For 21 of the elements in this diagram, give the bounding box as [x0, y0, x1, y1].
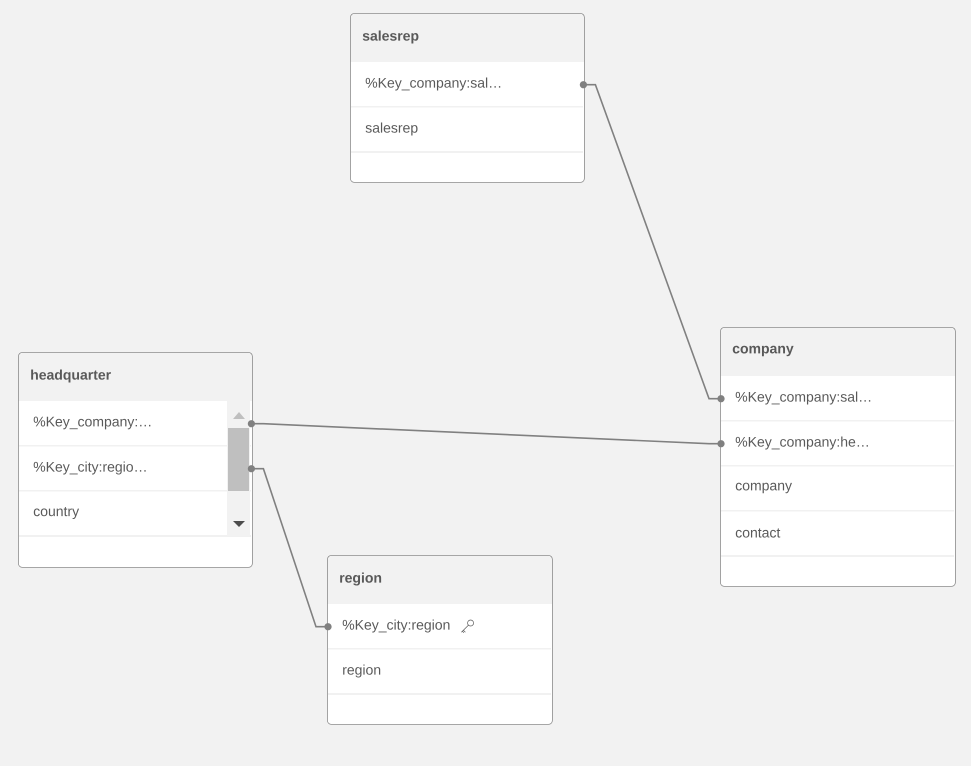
field-row: %Key_company:he… — [720, 421, 954, 466]
field-row: %Key_company:… — [18, 401, 252, 446]
node-label: salesrep — [366, 122, 418, 136]
node-label: %Key_company:he… — [736, 436, 868, 450]
field-row: company — [720, 466, 954, 512]
field-row: country — [18, 491, 252, 536]
connector-line — [248, 420, 725, 448]
connector-line — [580, 81, 725, 402]
connector-line — [248, 465, 332, 630]
node-label: contact — [736, 528, 780, 538]
field-row: region — [328, 649, 552, 694]
node-label: %Key_city:regio… — [34, 461, 146, 475]
field-row: salesrep — [350, 107, 584, 152]
node-label: company — [736, 482, 792, 494]
node-label: country — [34, 507, 80, 519]
field-row: %Key_company:sal… — [720, 376, 954, 422]
field-row: %Key_company:sal… — [350, 62, 584, 108]
node-label: region — [343, 664, 380, 678]
field-row: contact — [720, 511, 954, 556]
field-row: %Key_city:region — [328, 604, 552, 650]
field-row: %Key_city:regio… — [18, 446, 252, 492]
